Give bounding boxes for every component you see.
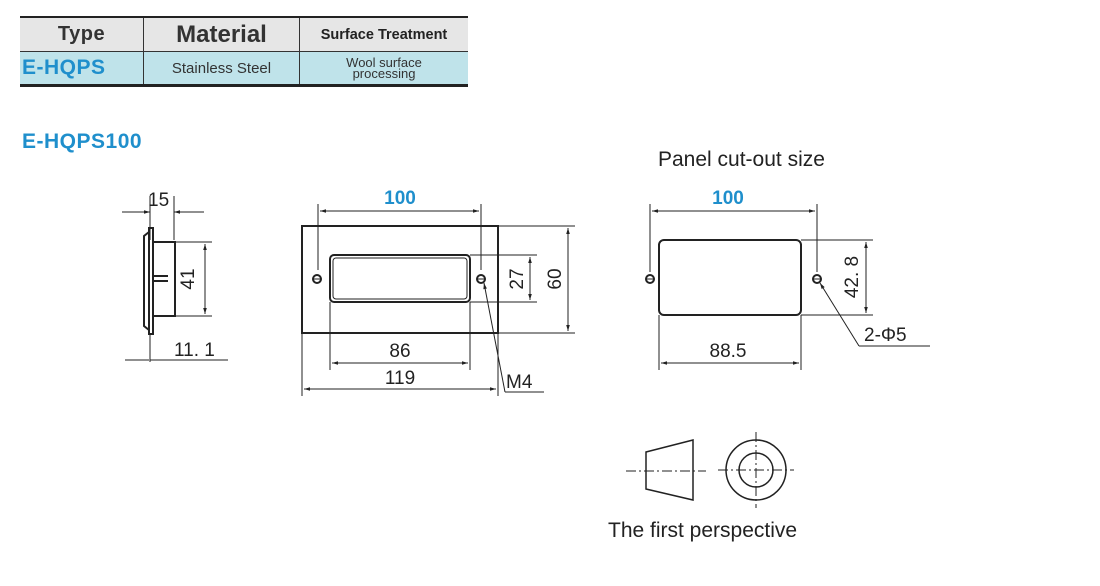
side-view xyxy=(122,196,228,362)
front-view xyxy=(301,204,575,396)
cell-surface-treatment: Wool surface processing xyxy=(299,51,468,86)
front-inner-width-label: 86 xyxy=(389,341,410,362)
cutout-height-label: 42. 8 xyxy=(842,256,863,298)
cell-surface-line2: processing xyxy=(352,66,416,81)
spec-table: Type Material Surface Treatment E-HQPS S… xyxy=(20,16,468,87)
front-outer-width-label: 119 xyxy=(385,368,415,389)
side-height-label: 41 xyxy=(178,268,199,289)
thread-label: M4 xyxy=(506,372,533,393)
spec-table-row: E-HQPS Stainless Steel Wool surface proc… xyxy=(20,51,468,86)
front-outer-height-label: 60 xyxy=(545,268,566,289)
cell-type: E-HQPS xyxy=(20,51,144,86)
cell-surface-line1: Wool surface xyxy=(346,55,422,70)
front-width-label: 100 xyxy=(384,188,416,209)
side-depth-label: 11. 1 xyxy=(174,340,215,361)
spec-table-header-row: Type Material Surface Treatment xyxy=(20,16,468,52)
cutout-holes-label: 2-Φ5 xyxy=(864,325,907,346)
cutout-title: Panel cut-out size xyxy=(658,148,825,171)
cutout-view xyxy=(645,204,930,370)
first-angle-projection-symbol xyxy=(626,432,794,508)
cutout-bottom-width-label: 88.5 xyxy=(710,341,747,362)
header-surface-treatment: Surface Treatment xyxy=(299,16,468,52)
cell-material: Stainless Steel xyxy=(143,51,300,86)
front-inner-height-label: 27 xyxy=(507,268,528,289)
header-type: Type xyxy=(20,16,144,52)
side-width-label: 15 xyxy=(148,190,169,211)
cutout-width-label: 100 xyxy=(712,188,744,209)
header-material: Material xyxy=(143,16,300,52)
projection-label: The first perspective xyxy=(608,519,797,542)
model-title: E-HQPS100 xyxy=(22,130,143,153)
